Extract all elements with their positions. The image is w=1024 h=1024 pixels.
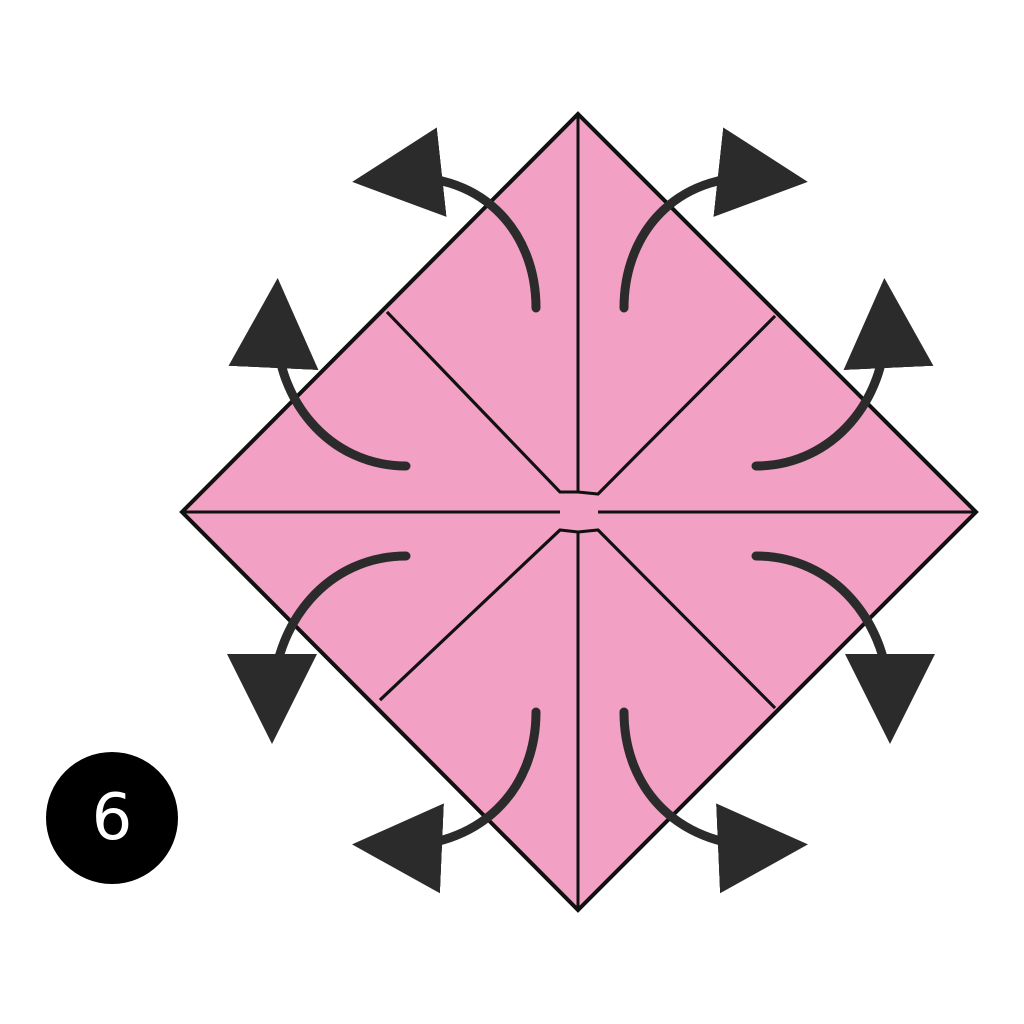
- curved-arrow-icon-bottom-left-lower: [352, 707, 541, 894]
- curved-arrow-icon-top-right-upper: [619, 127, 808, 313]
- fold-arrows: [227, 127, 935, 894]
- curved-arrow-icon-top-left-side: [228, 278, 411, 471]
- curved-arrow-icon-bottom-right-lower: [619, 707, 808, 894]
- curved-arrow-icon-bottom-left-side: [227, 551, 411, 744]
- flap-base-lines: [378, 310, 777, 710]
- curved-arrow-icon-top-left-upper: [352, 127, 541, 313]
- curved-arrow-icon-bottom-right-side: [751, 551, 935, 744]
- step-number: 6: [91, 781, 133, 855]
- curved-arrow-icon-top-right-side: [751, 278, 934, 471]
- step-number-badge: 6: [46, 752, 178, 884]
- main-creases: [182, 114, 976, 910]
